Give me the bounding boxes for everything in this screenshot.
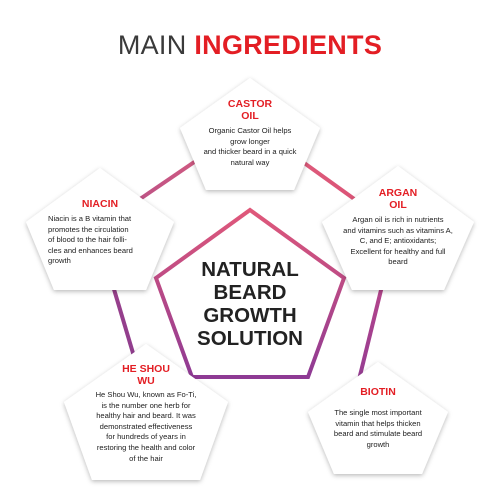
castor-oil-pentagon [180,78,320,190]
biotin-pentagon [308,362,448,474]
page-title: MAIN INGREDIENTS [0,30,500,61]
argan-oil-pentagon [322,166,474,290]
center-line-2: BEARD [213,281,287,304]
center-line-3: GROWTH [203,304,297,327]
ingredient-argan-oil: ARGAN OIL Argan oil is rich in nutrients… [337,187,459,268]
ingredient-castor-oil: CASTOR OIL Organic Castor Oil helps grow… [200,98,300,168]
ingredient-description: The single most important vitamin that h… [333,408,423,449]
ingredient-name: NIACIN [81,198,119,210]
center-line-1: NATURAL [201,258,299,281]
ingredient-name: ARGAN OIL [378,187,418,211]
center-pentagon [153,207,347,379]
ingredient-name: BIOTIN [360,386,396,398]
ingredient-description: He Shou Wu, known as Fo-Ti, is the numbe… [95,390,197,463]
he-shou-wu-pentagon [64,344,228,480]
ingredient-name: CASTOR OIL [227,98,273,122]
title-ingredients: INGREDIENTS [194,30,383,60]
ingredient-description: Organic Castor Oil helps grow longer and… [203,126,297,167]
niacin-pentagon [26,168,174,290]
ingredient-he-shou-wu: HE SHOU WU He Shou Wu, known as Fo-Ti, i… [90,363,202,464]
title-main: MAIN [117,30,195,60]
ingredient-description: Argan oil is rich in nutrients and vitam… [343,215,453,267]
center-line-4: SOLUTION [197,327,303,350]
ingredient-name: HE SHOU WU [122,363,170,387]
center-label: NATURAL BEARD GROWTH SOLUTION [170,258,330,350]
ingredient-niacin: NIACIN Niacin is a B vitamin that promot… [40,198,160,267]
ingredient-biotin: BIOTIN The single most important vitamin… [323,386,433,450]
ingredient-description: Niacin is a B vitamin that promotes the … [48,214,133,266]
